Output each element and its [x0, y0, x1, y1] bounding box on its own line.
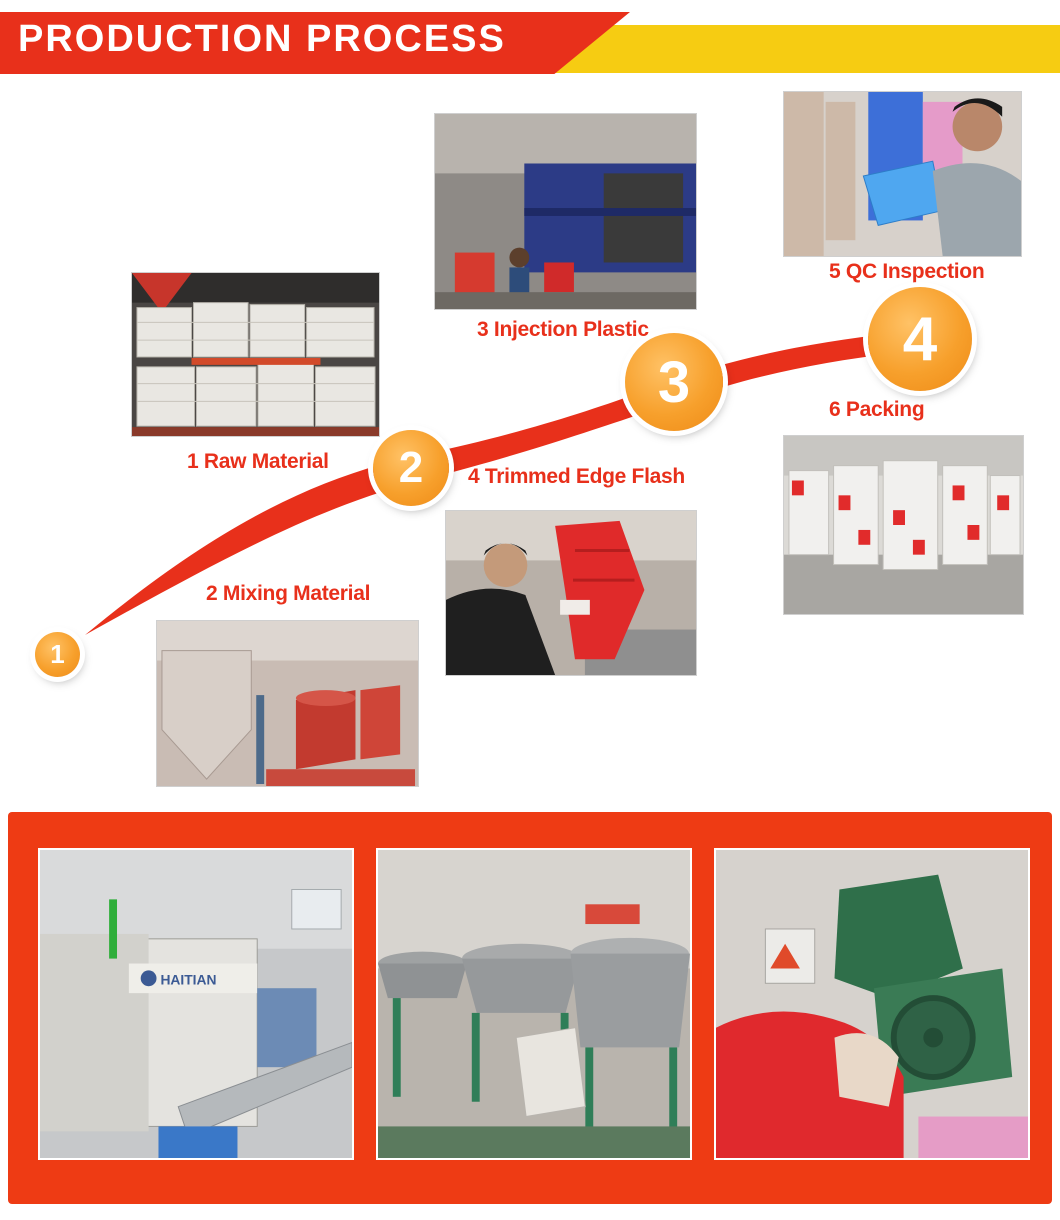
- mixing-material-photo: [156, 620, 419, 787]
- step-label-qc-inspection: 5 QC Inspection: [829, 260, 985, 283]
- step-label-trimmed-edge-flash: 4 Trimmed Edge Flash: [468, 465, 685, 488]
- step-label-packing: 6 Packing: [829, 398, 925, 421]
- step-badge-4: 4: [868, 287, 972, 391]
- step-label-injection-plastic: 3 Injection Plastic: [477, 318, 649, 341]
- step-label-mixing-material: 2 Mixing Material: [206, 582, 371, 605]
- step-badge-2: 2: [373, 430, 449, 506]
- crusher-photo: [714, 848, 1030, 1160]
- header-accent-stripe: [555, 25, 1060, 73]
- raw-material-photo: [131, 272, 380, 437]
- step-badge-1: 1: [35, 632, 80, 677]
- page-title: PRODUCTION PROCESS: [18, 18, 506, 60]
- mixers-photo: [376, 848, 692, 1160]
- qc-inspection-photo: [783, 91, 1022, 257]
- injection-machine-photo: HAITIAN: [38, 848, 354, 1160]
- step-badge-3: 3: [625, 333, 723, 431]
- injection-plastic-photo: [434, 113, 697, 310]
- step-label-raw-material: 1 Raw Material: [187, 450, 329, 473]
- header-banner: [0, 12, 630, 74]
- packing-photo: [783, 435, 1024, 615]
- equipment-panel: HAITIAN: [8, 812, 1052, 1204]
- machine-brand-text: HAITIAN: [160, 971, 216, 987]
- trimmed-edge-flash-photo: [445, 510, 697, 676]
